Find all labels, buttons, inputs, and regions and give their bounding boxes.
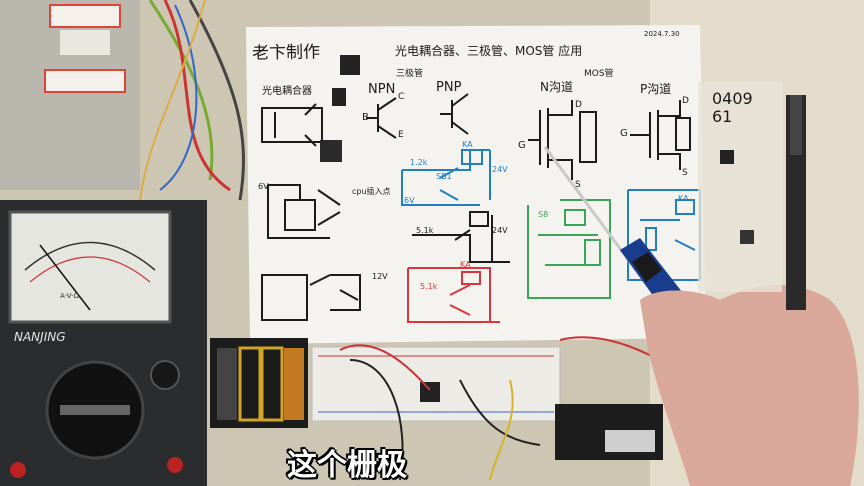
meter-brand: NANJING — [14, 330, 66, 344]
relay-terminal — [605, 430, 655, 452]
relay-label: KA — [462, 140, 473, 149]
smd-component — [720, 150, 734, 164]
presenter-hand — [640, 285, 859, 486]
n-drain-label: D — [575, 100, 582, 110]
screwdriver-shaft — [543, 146, 632, 263]
n-source-label: S — [575, 180, 581, 190]
probe-jack — [10, 462, 26, 478]
jumper-wire — [339, 344, 431, 391]
p-gate-label: G — [620, 128, 628, 139]
probe-jack — [167, 457, 183, 473]
to220-transistor — [320, 140, 342, 162]
npn-base-label: B — [362, 112, 369, 123]
aa-battery — [238, 346, 262, 422]
meter-scale-arc — [29, 256, 151, 283]
jumper-wire — [163, 0, 231, 192]
p-source-label: S — [682, 168, 688, 178]
cpu-input-label: cpu插入点 — [352, 187, 391, 196]
npn-relay-circuit — [401, 149, 491, 206]
component-bags — [0, 0, 140, 190]
to92-transistor — [332, 88, 346, 106]
resistor-bag-label — [49, 4, 121, 28]
resistor-value: 5.1k — [420, 282, 438, 291]
smd-component — [740, 230, 754, 244]
aa-battery — [217, 348, 237, 420]
jumper-wire — [349, 359, 404, 481]
component-bag-label: 0409 61 — [712, 89, 753, 126]
npn-heading: NPN — [368, 82, 396, 97]
resistor-bag — [60, 30, 110, 55]
switch-label: S8 — [538, 210, 549, 219]
video-subtitle: 这个栅极 — [287, 448, 407, 483]
author-label: 老卞制作 — [251, 42, 321, 64]
red-relay-circuit — [407, 267, 500, 323]
meter-scale-arc — [24, 241, 156, 271]
aa-battery — [260, 346, 284, 422]
relay-label: KA — [678, 194, 689, 203]
resistor-bag-label — [44, 69, 126, 93]
p-channel-heading: P沟道 — [640, 82, 672, 96]
p-channel-mosfet-symbol — [630, 100, 691, 170]
resistor-value: 5.1k — [416, 226, 434, 235]
zero-adjust-knob[interactable] — [150, 360, 180, 390]
push-button — [420, 382, 440, 402]
jumper-wire — [159, 4, 198, 191]
to220-transistor — [340, 55, 360, 75]
sheet-title: 光电耦合器、三极管、MOS管 应用 — [395, 44, 583, 58]
n-channel-mosfet-symbol — [528, 100, 597, 180]
jumper-wire — [489, 379, 514, 481]
jumper-wire — [459, 379, 541, 446]
relay-label: KA — [460, 260, 471, 269]
n-channel-heading: N沟道 — [540, 80, 573, 94]
supply-voltage-label: 12V — [372, 272, 388, 281]
component-bag — [698, 82, 782, 292]
npn-symbol — [366, 97, 397, 139]
p-drain-label: D — [682, 96, 689, 106]
mos-heading: MOS管 — [584, 69, 614, 79]
switch-label: SB1 — [436, 172, 452, 181]
jumper-wire — [188, 0, 245, 201]
pnp-symbol — [440, 93, 469, 135]
transistor-heading: 三极管 — [396, 69, 424, 79]
schematic-sheet — [246, 25, 706, 344]
input-voltage-label: 6V — [404, 196, 415, 205]
input-voltage-label: 6V — [258, 182, 269, 191]
mosfet-relay-circuit — [527, 199, 611, 299]
optocoupler-symbol — [261, 103, 323, 147]
meter-display — [8, 210, 172, 324]
pen-clip — [790, 95, 802, 155]
transistor-relay-circuit — [412, 211, 510, 263]
supply-voltage-label: 24V — [492, 226, 508, 235]
resistor-value: 1.2k — [410, 158, 428, 167]
jumper-wire — [139, 0, 206, 201]
jumper-wire — [148, 0, 214, 181]
npn-collector-label: C — [398, 92, 405, 102]
meter-scale-label: A-V-Ω — [60, 292, 80, 300]
sheet-date: 2024.7.30 — [644, 30, 680, 38]
optocoupler-circuit — [267, 184, 341, 239]
optocoupler-heading: 光电耦合器 — [262, 86, 312, 97]
npn-emitter-label: E — [398, 130, 404, 140]
aa-battery — [284, 348, 304, 420]
supply-voltage-label: 24V — [492, 165, 508, 174]
pnp-heading: PNP — [436, 80, 462, 95]
screwdriver-grip — [632, 252, 662, 282]
n-gate-label: G — [518, 140, 526, 151]
opto-bottom-circuit — [261, 274, 361, 321]
knob-pointer — [60, 405, 130, 415]
meter-needle — [39, 244, 91, 311]
